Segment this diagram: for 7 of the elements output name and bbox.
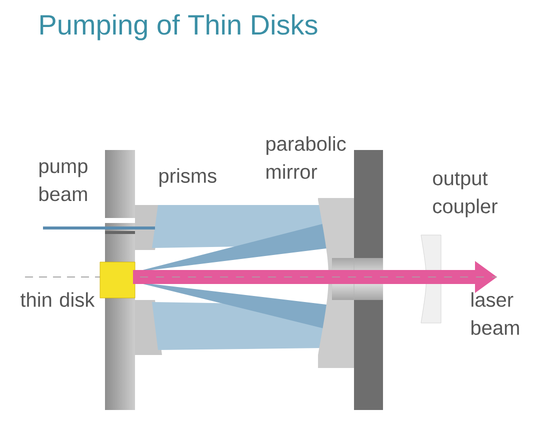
label: parabolic mirror (266, 136, 346, 179)
label: pump beam (40, 162, 88, 202)
title: Pumping of Thin Disks (40, 14, 318, 40)
label: thin disk (20, 292, 95, 307)
label: prisms (160, 168, 216, 187)
label: laser beam (472, 292, 519, 335)
label: output coupler (433, 172, 498, 218)
